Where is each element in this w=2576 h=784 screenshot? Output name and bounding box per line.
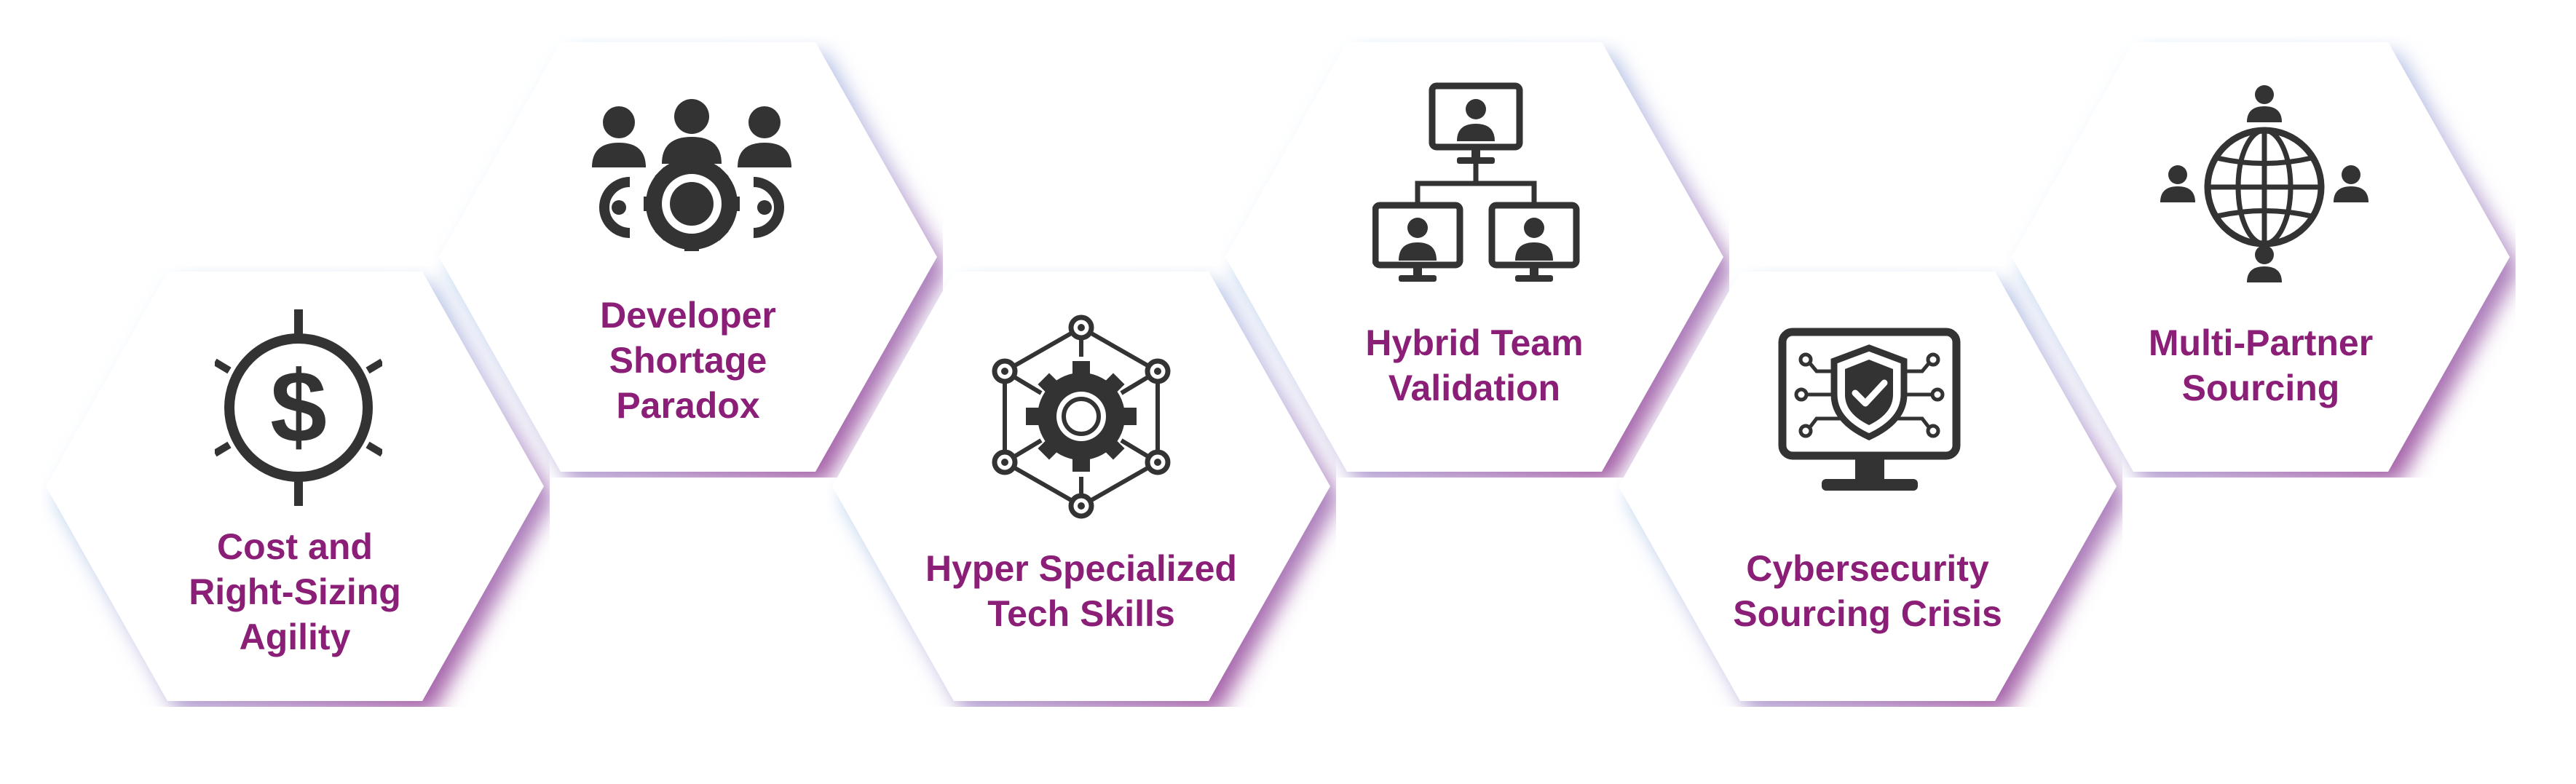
hexagon-cost-right-sizing: $ Cost and Right-Sizing Agility: [40, 266, 550, 707]
hexagon-label: Cost and Right-Sizing Agility: [189, 526, 401, 657]
gear-network-icon: [990, 313, 1172, 520]
hexagon-shape: [439, 42, 943, 478]
hexagon-label: Cybersecurity Sourcing Crisis: [1733, 548, 2002, 634]
svg-text:$: $: [270, 349, 327, 464]
hexagon-label: Developer Shortage Paradox: [600, 295, 776, 426]
hexagon-shape: [1225, 42, 1729, 478]
hexagon-label: Hyper Specialized Tech Skills: [925, 548, 1237, 634]
monitor-hierarchy-icon: [1372, 82, 1580, 289]
hexagon-label: Multi-Partner Sourcing: [2148, 322, 2374, 408]
hexagon-cybersecurity: Cybersecurity Sourcing Crisis: [1613, 266, 2122, 707]
hexagon-hyper-specialized: Hyper Specialized Tech Skills: [826, 266, 1336, 707]
shield-monitor-icon: [1777, 328, 1962, 506]
dollar-target-icon: $: [215, 309, 382, 506]
hexagon-developer-shortage: Developer Shortage Paradox: [433, 36, 943, 478]
hexagon-multi-partner: Multi-Partner Sourcing: [2006, 36, 2516, 478]
hexagon-label: Hybrid Team Validation: [1365, 322, 1584, 408]
hexagon-hybrid-team: Hybrid Team Validation: [1220, 36, 1729, 478]
globe-people-icon: [2159, 82, 2370, 293]
team-gears-icon: [586, 95, 797, 251]
